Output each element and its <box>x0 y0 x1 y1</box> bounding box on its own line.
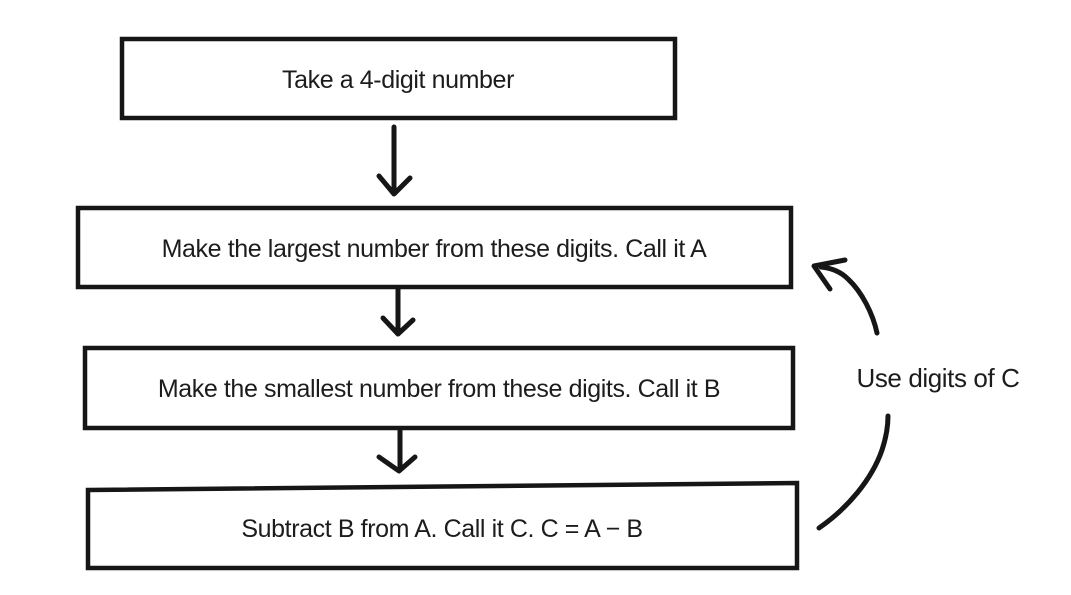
arrow-down-icon <box>376 427 418 474</box>
arrow-head <box>380 315 416 337</box>
node-border <box>75 205 794 290</box>
arrow-down-icon <box>380 286 416 337</box>
loop-label: Use digits of C <box>856 363 1019 393</box>
node-label: Take a 4-digit number <box>282 66 514 94</box>
loop-arrow-lower-curve <box>816 413 891 531</box>
loop-arrow-icon <box>811 257 891 531</box>
flow-node-smallest: Make the smallest number from these digi… <box>82 345 796 431</box>
loop-arrow-upper-curve <box>818 264 880 336</box>
node-label: Make the largest number from these digit… <box>162 235 707 263</box>
arrow-down-icon <box>376 124 413 197</box>
node-border <box>119 36 678 121</box>
flow-node-largest: Make the largest number from these digit… <box>75 205 794 290</box>
flow-node-start: Take a 4-digit number <box>119 36 678 121</box>
arrow-head <box>376 173 413 197</box>
node-label: Make the smallest number from these digi… <box>158 375 720 403</box>
node-label: Subtract B from A. Call it C. C = A − B <box>241 515 642 543</box>
node-border <box>85 480 800 571</box>
flow-node-subtract: Subtract B from A. Call it C. C = A − B <box>85 480 800 571</box>
node-border <box>82 345 796 431</box>
loop-arrowhead <box>811 257 848 292</box>
arrow-head <box>376 454 418 474</box>
